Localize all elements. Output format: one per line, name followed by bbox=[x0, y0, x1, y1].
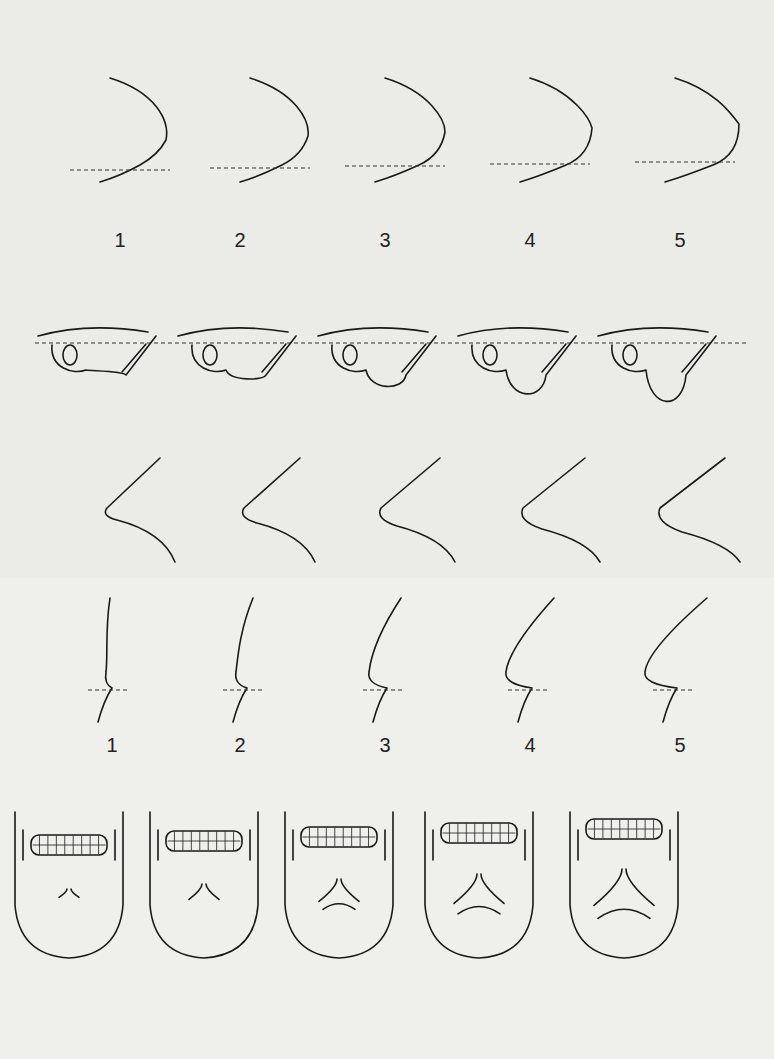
ear-opening bbox=[63, 345, 77, 365]
reference-line bbox=[35, 342, 748, 343]
page-band bbox=[0, 0, 774, 578]
mandible-outline bbox=[285, 812, 393, 958]
teeth-row bbox=[301, 827, 377, 847]
ramus-line bbox=[23, 830, 115, 860]
figure-number: 1 bbox=[106, 735, 117, 755]
reference-line bbox=[508, 689, 548, 690]
bone-outline bbox=[332, 336, 436, 386]
bone-outline bbox=[240, 78, 308, 182]
bone-outline bbox=[520, 78, 592, 182]
occlusal-line bbox=[303, 837, 375, 838]
teeth-row bbox=[586, 819, 662, 839]
ear-opening bbox=[623, 345, 637, 365]
bone-outline bbox=[598, 328, 708, 336]
ramus-line bbox=[578, 830, 670, 860]
mandible-outline bbox=[570, 812, 678, 958]
teeth-row bbox=[441, 823, 517, 843]
figure-number: 1 bbox=[114, 230, 125, 250]
figure-number: 3 bbox=[379, 230, 390, 250]
chin-profiles bbox=[88, 598, 707, 722]
bone-outline bbox=[105, 458, 175, 562]
figure-number: 4 bbox=[524, 735, 535, 755]
bone-outline bbox=[38, 328, 148, 336]
reference-line bbox=[635, 161, 735, 162]
bone-outline bbox=[100, 78, 167, 182]
figure-number: 3 bbox=[379, 735, 390, 755]
ramus-line bbox=[158, 830, 250, 860]
bone-outline bbox=[380, 458, 455, 562]
mental-eminence bbox=[189, 884, 219, 899]
figure-number: 4 bbox=[524, 230, 535, 250]
bone-outline bbox=[522, 458, 600, 562]
reference-line bbox=[210, 167, 310, 168]
teeth-row bbox=[31, 835, 107, 855]
reference-line bbox=[363, 689, 403, 690]
bone-outline bbox=[192, 336, 296, 379]
figure-number: 2 bbox=[234, 735, 245, 755]
bone-outline bbox=[645, 598, 707, 722]
mandible-outline bbox=[15, 812, 123, 958]
ear-opening bbox=[343, 345, 357, 365]
mental-eminence bbox=[323, 904, 355, 910]
bone-outline bbox=[659, 458, 740, 562]
mental-eminence bbox=[594, 869, 654, 905]
ear-opening bbox=[203, 345, 217, 365]
figure-number: 5 bbox=[674, 230, 685, 250]
bone-outline bbox=[665, 78, 739, 182]
ramus-line bbox=[433, 830, 525, 860]
bone-outline bbox=[472, 336, 576, 394]
reference-line bbox=[345, 165, 445, 166]
mandible-outline bbox=[425, 812, 533, 958]
bone-outline bbox=[506, 598, 554, 722]
bone-outline bbox=[369, 598, 401, 722]
figure-number: 2 bbox=[234, 230, 245, 250]
mental-eminence bbox=[598, 909, 650, 918]
figure-number: 5 bbox=[674, 735, 685, 755]
bone-outline bbox=[262, 344, 286, 372]
bone-outline bbox=[542, 344, 566, 372]
brow-profiles bbox=[105, 458, 740, 562]
mental-eminence bbox=[454, 874, 504, 903]
bone-outline bbox=[318, 328, 428, 336]
occlusal-line bbox=[168, 841, 240, 842]
mastoid-profiles bbox=[35, 328, 748, 402]
mandible-outline bbox=[150, 812, 258, 958]
bone-outline bbox=[233, 598, 253, 722]
bone-outline bbox=[52, 336, 156, 375]
bone-outline bbox=[98, 598, 112, 722]
bone-outline bbox=[402, 344, 426, 372]
mental-eminence bbox=[319, 879, 359, 901]
mandible-fronts bbox=[15, 812, 678, 958]
reference-line bbox=[70, 169, 170, 170]
occlusal-line bbox=[33, 845, 105, 846]
reference-line bbox=[490, 163, 590, 164]
bone-outline bbox=[682, 344, 706, 372]
reference-line bbox=[88, 689, 128, 690]
reference-line bbox=[223, 689, 263, 690]
occlusal-line bbox=[443, 833, 515, 834]
occipital-profiles bbox=[70, 78, 739, 182]
ear-opening bbox=[483, 345, 497, 365]
bone-outline bbox=[612, 336, 716, 401]
mental-eminence bbox=[458, 907, 500, 914]
occlusal-line bbox=[588, 829, 660, 830]
bone-outline bbox=[178, 328, 288, 336]
bone-outline bbox=[243, 458, 315, 562]
bone-outline bbox=[458, 328, 568, 336]
bone-outline bbox=[122, 344, 146, 372]
ramus-line bbox=[293, 830, 385, 860]
mental-eminence bbox=[59, 889, 79, 897]
reference-line bbox=[653, 689, 693, 690]
teeth-row bbox=[166, 831, 242, 851]
